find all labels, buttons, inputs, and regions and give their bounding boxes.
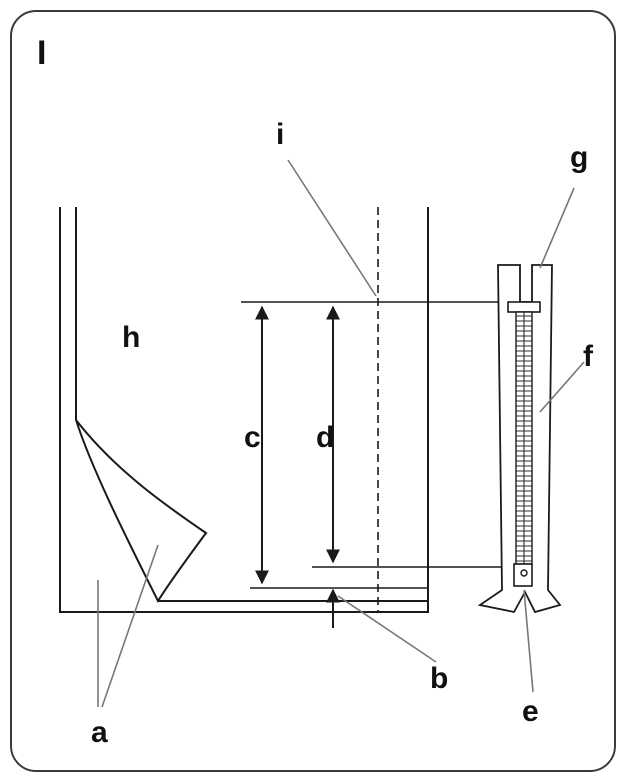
label-e: e (522, 695, 539, 728)
leader-i (287, 159, 377, 297)
label-b: b (430, 662, 449, 695)
label-a: a (91, 716, 108, 749)
leader-e (523, 589, 534, 693)
zipper-pull-hole (520, 569, 528, 577)
label-i: i (276, 118, 285, 151)
label-h: h (122, 321, 141, 354)
zipper-teeth (515, 311, 533, 565)
figure-label: I (37, 34, 47, 72)
label-c: c (244, 421, 261, 454)
zipper-top-stop (507, 301, 541, 313)
label-g: g (570, 141, 589, 174)
garment-outline (59, 207, 429, 613)
label-f: f (583, 340, 593, 373)
leader-b (337, 595, 437, 663)
leader-g (539, 187, 575, 269)
garment-outer-edge (59, 207, 429, 613)
folded-facing-flap (75, 419, 208, 604)
leader-f (539, 361, 585, 413)
leader-lines (97, 159, 585, 708)
leader-a-right (101, 544, 159, 708)
label-d: d (316, 421, 335, 454)
